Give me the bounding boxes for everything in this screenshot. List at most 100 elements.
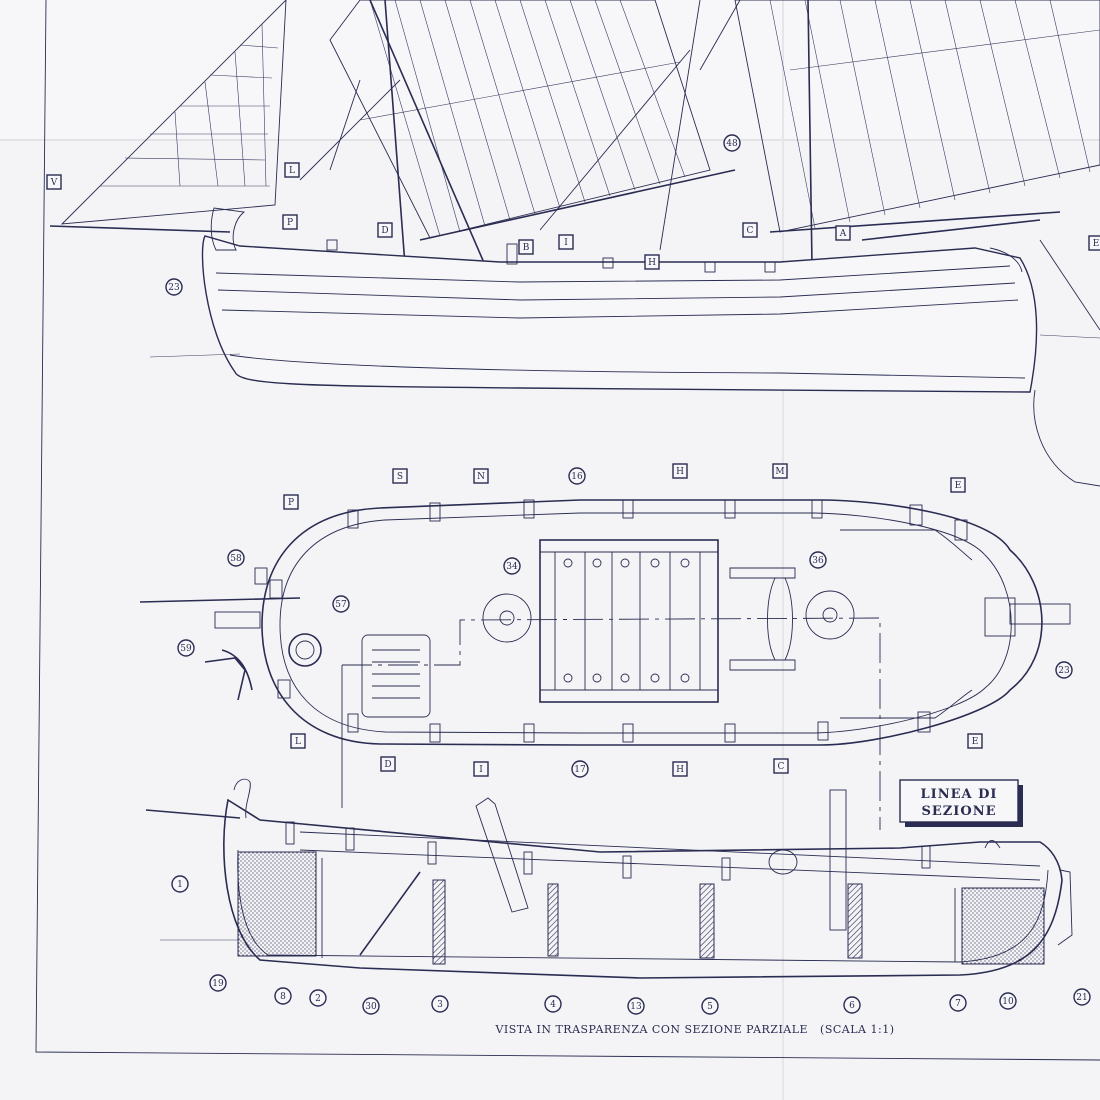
fore-mast-stump bbox=[475, 797, 529, 913]
callout-plan_labels-5: E bbox=[950, 477, 966, 493]
callout-plan_labels-12: 23 bbox=[1055, 661, 1073, 679]
fore-mast-step bbox=[482, 593, 532, 643]
callout-plan_labels-17: H bbox=[672, 761, 688, 777]
main-mast-stump bbox=[829, 789, 847, 931]
callout-section_labels-4: 30 bbox=[362, 997, 380, 1015]
callout-section_labels-9: 6 bbox=[843, 996, 861, 1014]
companion-ladder bbox=[361, 634, 431, 718]
callout-label: 5 bbox=[707, 1002, 713, 1012]
callout-side_labels-4: B bbox=[518, 239, 534, 255]
callout-section_labels-6: 4 bbox=[544, 995, 562, 1013]
fore-ballast bbox=[237, 851, 317, 957]
callout-label: V bbox=[50, 178, 58, 188]
hatch-grating bbox=[539, 539, 719, 703]
callout-label: 57 bbox=[335, 600, 347, 610]
callout-label: E bbox=[1093, 239, 1100, 249]
sheet-frame bbox=[35, 0, 1100, 1061]
callout-plan_labels-11: 59 bbox=[177, 639, 195, 657]
bowsprit bbox=[49, 225, 231, 233]
forward-sail bbox=[329, 0, 711, 239]
rope-coil bbox=[288, 633, 322, 667]
callout-label: 17 bbox=[574, 765, 586, 775]
callout-plan_labels-15: I bbox=[473, 761, 489, 777]
callout-side_labels-10: 48 bbox=[723, 134, 741, 152]
callout-side_labels-3: D bbox=[377, 222, 393, 238]
anchor bbox=[204, 649, 253, 701]
callout-label: N bbox=[477, 472, 485, 482]
callout-side_labels-7: C bbox=[742, 222, 758, 238]
callout-label: 6 bbox=[849, 1001, 855, 1011]
section-label-line2: SEZIONE bbox=[922, 804, 997, 819]
callout-plan_labels-2: 16 bbox=[568, 467, 586, 485]
callout-section_labels-10: 7 bbox=[949, 994, 967, 1012]
callout-label: P bbox=[288, 498, 294, 508]
callout-label: 2 bbox=[315, 994, 321, 1004]
callout-section_labels-7: 13 bbox=[627, 997, 645, 1015]
callout-section_labels-8: 5 bbox=[701, 997, 719, 1015]
callout-plan_labels-9: 36 bbox=[809, 551, 827, 569]
callout-label: 13 bbox=[630, 1002, 642, 1012]
callout-label: 23 bbox=[1058, 666, 1070, 676]
section-label-line1: LINEA DI bbox=[921, 787, 998, 802]
callout-label: B bbox=[523, 243, 530, 253]
callout-plan_labels-13: L bbox=[290, 733, 306, 749]
callout-label: 58 bbox=[230, 554, 242, 564]
callout-side_labels-5: I bbox=[558, 234, 574, 250]
callout-label: D bbox=[381, 226, 388, 236]
callout-plan_labels-6: P bbox=[283, 494, 299, 510]
callout-plan_labels-14: D bbox=[380, 756, 396, 772]
callout-label: 8 bbox=[280, 992, 286, 1002]
callout-section_labels-1: 19 bbox=[209, 974, 227, 992]
callout-label: 1 bbox=[177, 880, 183, 890]
callout-label: H bbox=[676, 467, 684, 477]
callout-label: 16 bbox=[571, 472, 583, 482]
callout-section_labels-0: 1 bbox=[171, 875, 189, 893]
callout-side_labels-9: E bbox=[1088, 235, 1100, 251]
callout-plan_labels-3: H bbox=[672, 463, 688, 479]
main-mast bbox=[807, 0, 813, 266]
section-line bbox=[342, 617, 881, 830]
callout-label: S bbox=[397, 472, 403, 482]
callout-side_labels-1: L bbox=[284, 162, 300, 178]
callout-label: I bbox=[564, 238, 568, 248]
callout-plan_labels-4: M bbox=[772, 463, 788, 479]
callout-section_labels-3: 2 bbox=[309, 989, 327, 1007]
callout-label: C bbox=[778, 762, 785, 772]
callout-label: L bbox=[295, 737, 301, 747]
callout-label: 23 bbox=[168, 283, 180, 293]
callout-plan_labels-16: 17 bbox=[571, 760, 589, 778]
callout-label: C bbox=[747, 226, 754, 236]
side-hull bbox=[201, 235, 1038, 393]
plan-bowsprit bbox=[139, 597, 301, 603]
callout-plan_labels-18: C bbox=[773, 758, 789, 774]
after-sail bbox=[734, 0, 1100, 233]
callout-section_labels-2: 8 bbox=[274, 987, 292, 1005]
callout-label: L bbox=[289, 166, 295, 176]
callout-plan_labels-19: E bbox=[967, 733, 983, 749]
jib-sail bbox=[60, 0, 287, 225]
callout-section_labels-12: 21 bbox=[1073, 988, 1091, 1006]
callout-label: 36 bbox=[812, 556, 824, 566]
callout-label: 4 bbox=[550, 1000, 556, 1010]
callout-label: 19 bbox=[212, 979, 224, 989]
rudder bbox=[1033, 389, 1100, 487]
callout-side_labels-11: 23 bbox=[165, 278, 183, 296]
aft-ballast bbox=[961, 887, 1045, 965]
drawing-caption: VISTA IN TRASPARENZA CON SEZIONE PARZIAL… bbox=[494, 1023, 894, 1036]
callout-label: H bbox=[676, 765, 684, 775]
callout-label: 3 bbox=[437, 1000, 443, 1010]
callout-plan_labels-1: N bbox=[473, 468, 489, 484]
callout-label: 30 bbox=[365, 1002, 377, 1012]
callout-label: 34 bbox=[506, 562, 518, 572]
callout-label: M bbox=[775, 467, 784, 477]
callout-side_labels-6: H bbox=[644, 254, 660, 270]
callout-plan_labels-7: 58 bbox=[227, 549, 245, 567]
callout-label: 59 bbox=[180, 644, 192, 654]
callout-label: 21 bbox=[1076, 993, 1087, 1003]
callout-label: 48 bbox=[726, 139, 738, 149]
